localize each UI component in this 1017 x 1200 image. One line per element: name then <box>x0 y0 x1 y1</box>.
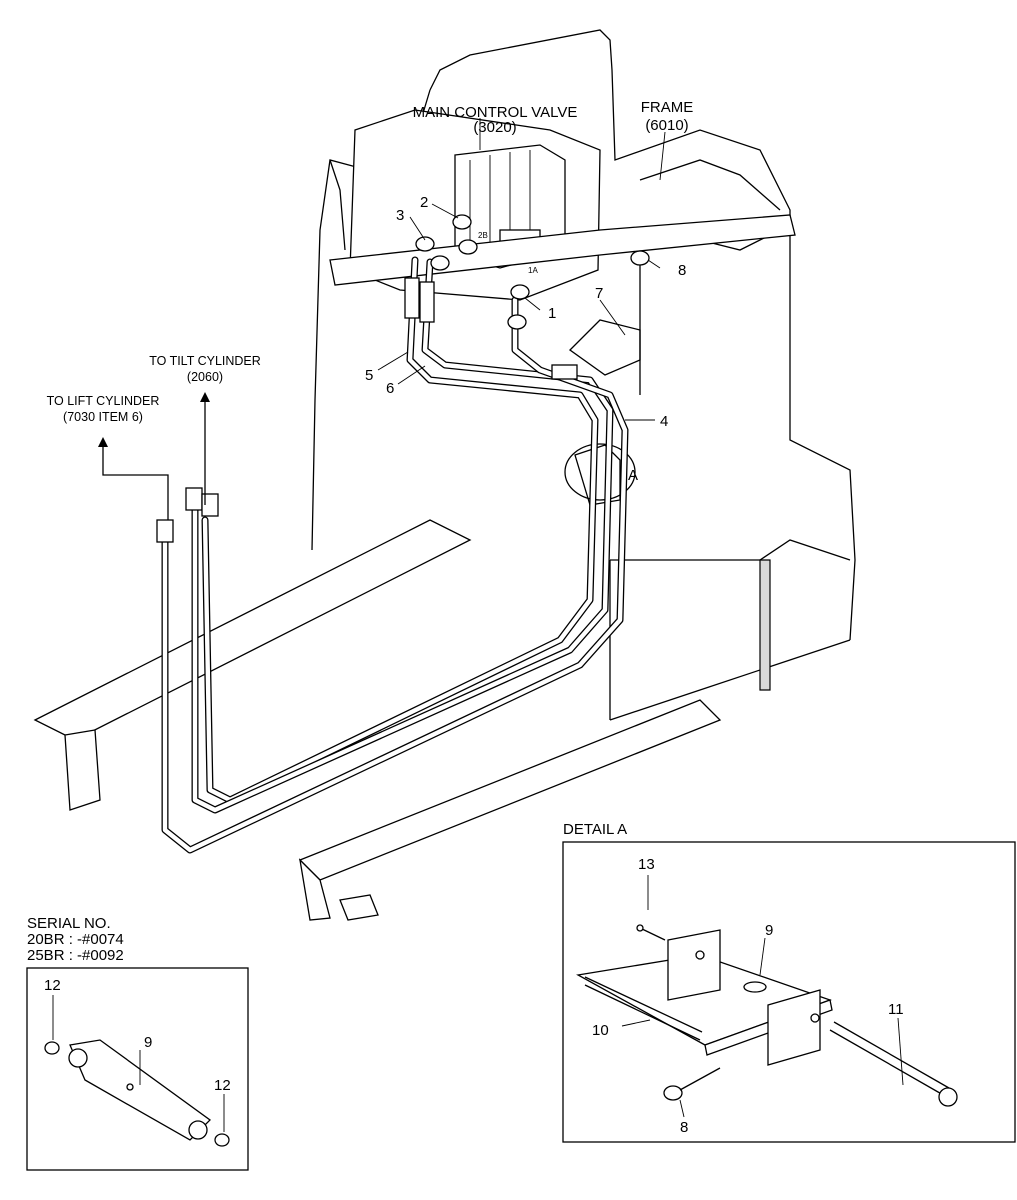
detail-part-13: 13 <box>638 856 655 873</box>
hose-bundle <box>156 214 650 854</box>
tilt-cylinder-ref: (2060) <box>187 370 223 384</box>
mast-frame <box>33 29 856 921</box>
lift-cylinder-label: TO LIFT CYLINDER <box>47 394 160 408</box>
detail-part-8: 8 <box>680 1119 688 1136</box>
part-number-8: 8 <box>678 262 686 279</box>
lift-cylinder-ref: (7030 ITEM 6) <box>63 410 143 424</box>
part-number-2: 2 <box>420 194 428 211</box>
main-control-valve-label: MAIN CONTROL VALVE <box>413 104 578 121</box>
detail-a-title: DETAIL A <box>563 821 627 838</box>
serial-title: SERIAL NO. <box>27 915 111 932</box>
part-number-3: 3 <box>396 207 404 224</box>
detail-part-9: 9 <box>765 922 773 939</box>
part-number-7: 7 <box>595 285 603 302</box>
leader-lines <box>377 118 666 421</box>
part-number-4: 4 <box>660 413 668 430</box>
cylinder-arrows <box>98 392 210 520</box>
serial-part-12-top: 12 <box>44 977 61 994</box>
main-control-valve-ref: (3020) <box>473 119 516 136</box>
serial-panel: SERIAL NO. 20BR : -#0074 25BR : -#0092 1… <box>26 915 249 1171</box>
detail-part-10: 10 <box>592 1022 609 1039</box>
serial-line-1: 20BR : -#0074 <box>27 931 124 948</box>
frame-label: FRAME <box>641 99 694 116</box>
part-number-6: 6 <box>386 380 394 397</box>
serial-part-9: 9 <box>144 1034 152 1051</box>
part-number-5: 5 <box>365 367 373 384</box>
tilt-cylinder-label: TO TILT CYLINDER <box>149 354 261 368</box>
detail-a-panel: DETAIL A 13 9 10 11 8 <box>562 821 1016 1143</box>
serial-part-12-bottom: 12 <box>214 1077 231 1094</box>
serial-line-2: 25BR : -#0092 <box>27 947 124 964</box>
port-2b-label: 2B <box>478 231 488 240</box>
detail-a-marker: A <box>628 467 638 484</box>
part-number-1: 1 <box>548 305 556 322</box>
frame-ref: (6010) <box>645 117 688 134</box>
port-1a-label: 1A <box>528 266 538 275</box>
detail-part-11: 11 <box>888 1001 904 1018</box>
